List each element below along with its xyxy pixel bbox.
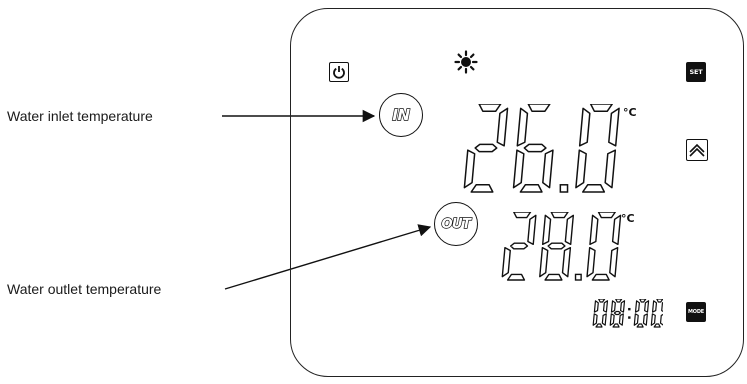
outlet-arrow bbox=[224, 224, 432, 290]
digit-2-segment bbox=[501, 246, 511, 278]
digit-0-segment bbox=[644, 300, 650, 313]
digit-2-segment bbox=[496, 107, 509, 147]
digit-0-segment bbox=[609, 246, 619, 278]
sun-icon bbox=[454, 50, 478, 74]
mode-button-label: MODE bbox=[688, 309, 704, 315]
digit-0-segment bbox=[593, 300, 599, 313]
clock-colon bbox=[628, 316, 631, 319]
clock-display bbox=[592, 299, 663, 328]
water-outlet-callout: Water outlet temperature bbox=[7, 281, 162, 297]
digit-8-segment bbox=[620, 300, 626, 313]
digit-0-segment bbox=[604, 149, 617, 189]
digit-2-segment bbox=[463, 149, 476, 189]
digit-8-segment bbox=[618, 313, 624, 326]
inlet-badge-label: IN bbox=[392, 105, 411, 124]
digit-0-segment bbox=[575, 149, 587, 189]
digit-0-segment bbox=[586, 246, 596, 278]
inlet-temperature-display bbox=[463, 104, 620, 193]
mode-button[interactable]: MODE bbox=[686, 302, 706, 322]
outlet-badge: OUT bbox=[434, 202, 478, 246]
digit-6-segment bbox=[527, 104, 551, 112]
digit-2-segment bbox=[478, 104, 502, 112]
digit-0-segment bbox=[598, 299, 606, 303]
digit-0-segment bbox=[601, 313, 607, 326]
digit-0-segment bbox=[602, 300, 609, 313]
digit-8-segment bbox=[564, 214, 575, 246]
digit-2-segment bbox=[509, 242, 529, 250]
digit-2-segment bbox=[474, 143, 498, 153]
digit-0-segment bbox=[591, 273, 610, 281]
digit-2-segment bbox=[527, 214, 537, 246]
inlet-unit: °C bbox=[623, 106, 637, 119]
digit-0-segment bbox=[651, 300, 658, 313]
outlet-temperature-display bbox=[501, 212, 622, 281]
digit-0-segment bbox=[592, 313, 598, 326]
up-button[interactable] bbox=[686, 139, 708, 161]
digit-8-segment bbox=[561, 246, 572, 278]
digit-8-segment bbox=[541, 214, 552, 246]
digit-0-segment bbox=[634, 300, 640, 313]
digit-8-segment bbox=[615, 299, 623, 303]
digit-0-segment bbox=[639, 299, 647, 303]
digit-8-segment bbox=[610, 300, 616, 313]
digit-0-segment bbox=[589, 104, 614, 112]
digit-6-segment bbox=[516, 107, 529, 147]
digit-8-segment bbox=[612, 323, 620, 328]
set-button-label: SET bbox=[689, 68, 703, 76]
digit-8-segment bbox=[609, 313, 615, 326]
digit-0-segment bbox=[656, 299, 663, 303]
digit-0-segment bbox=[636, 323, 644, 328]
digit-8-segment bbox=[539, 246, 549, 278]
water-inlet-callout: Water inlet temperature bbox=[7, 108, 153, 124]
digit-0-segment bbox=[659, 313, 663, 326]
set-button[interactable]: SET bbox=[686, 62, 706, 82]
digit-0-segment bbox=[578, 107, 591, 147]
decimal-point bbox=[574, 273, 582, 281]
digit-0-segment bbox=[589, 214, 599, 246]
decimal-point bbox=[559, 184, 569, 193]
digit-6-segment bbox=[519, 184, 543, 193]
digit-0-segment bbox=[611, 214, 622, 246]
power-icon bbox=[333, 66, 345, 79]
controller-panel bbox=[290, 8, 744, 377]
outlet-badge-label: OUT bbox=[441, 216, 472, 232]
digit-6-segment bbox=[542, 149, 554, 189]
digit-6-segment bbox=[512, 149, 525, 189]
power-button[interactable] bbox=[329, 62, 349, 82]
digit-0-segment bbox=[642, 313, 648, 326]
clock-colon bbox=[628, 307, 631, 311]
outlet-unit: °C bbox=[621, 212, 635, 225]
digit-0-segment bbox=[653, 323, 661, 328]
digit-0-segment bbox=[608, 107, 620, 147]
digit-0-segment bbox=[661, 301, 663, 312]
digit-0-segment bbox=[581, 184, 606, 193]
digit-8-segment bbox=[547, 242, 566, 250]
digit-0-segment bbox=[595, 323, 603, 328]
digit-0-segment bbox=[650, 313, 656, 326]
digit-2-segment bbox=[506, 273, 526, 281]
digit-0-segment bbox=[597, 212, 616, 219]
digit-2-segment bbox=[513, 212, 532, 219]
digit-8-segment bbox=[544, 273, 563, 281]
digit-8-segment bbox=[550, 212, 569, 219]
digit-2-segment bbox=[470, 184, 494, 193]
digit-8-segment bbox=[613, 310, 621, 316]
inlet-badge: IN bbox=[379, 93, 423, 137]
digit-6-segment bbox=[523, 143, 547, 153]
digit-0-segment bbox=[633, 313, 639, 326]
chevron-up-icon bbox=[689, 143, 705, 157]
